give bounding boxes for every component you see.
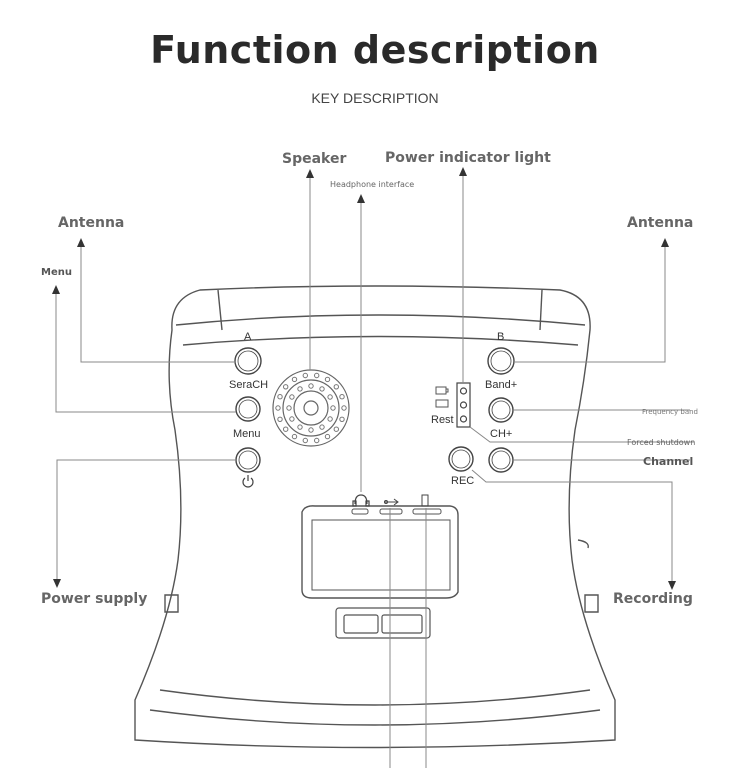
button-label-ch-plus: CH+ bbox=[490, 428, 513, 440]
grille-dot bbox=[283, 384, 289, 390]
grille-dot bbox=[314, 372, 320, 379]
callout-power-supply: Power supply bbox=[41, 591, 148, 607]
grille-dot bbox=[297, 386, 303, 392]
button-serach bbox=[235, 396, 261, 422]
grille-dot bbox=[291, 433, 298, 440]
callout-antenna-right: Antenna bbox=[627, 215, 694, 231]
grille-dot bbox=[308, 427, 314, 433]
grille-dot bbox=[297, 424, 303, 430]
grille-dot bbox=[275, 405, 281, 411]
device-body bbox=[134, 285, 616, 749]
grille-dot bbox=[291, 376, 298, 383]
button-label-serach: SeraCH bbox=[229, 379, 269, 391]
grille-dot bbox=[333, 426, 339, 432]
headphone-icon bbox=[352, 494, 370, 507]
grille-dot bbox=[324, 376, 331, 383]
callout-recording: Recording bbox=[613, 591, 693, 607]
grille-dot bbox=[302, 437, 308, 444]
grille-dot bbox=[330, 405, 336, 411]
grille-dot bbox=[289, 416, 295, 422]
arrowheads bbox=[52, 167, 676, 590]
button-label-a: A bbox=[244, 331, 252, 343]
grille-dot bbox=[339, 416, 345, 422]
grille-dot bbox=[339, 394, 345, 400]
callout-forced-shutdown: Forced shutdown bbox=[627, 438, 696, 447]
button-menu bbox=[235, 447, 261, 473]
button-b bbox=[487, 347, 515, 375]
button-label-band-plus: Band+ bbox=[485, 379, 518, 391]
grille-dot bbox=[341, 405, 347, 411]
callout-channel: Channel bbox=[643, 455, 694, 468]
speaker-grille-dots bbox=[275, 372, 347, 444]
grille-dot bbox=[286, 405, 292, 411]
grille-dot bbox=[319, 424, 325, 430]
grille-dot bbox=[289, 394, 295, 400]
grille-dot bbox=[302, 372, 308, 379]
grille-dot bbox=[327, 416, 333, 422]
page-subtitle: KEY DESCRIPTION bbox=[311, 90, 439, 106]
button-ch-plus bbox=[488, 447, 514, 473]
button-label-rest: Rest bbox=[431, 414, 454, 426]
callout-speaker: Speaker bbox=[282, 151, 347, 167]
grille-dot bbox=[277, 394, 283, 400]
button-band-plus bbox=[488, 397, 514, 423]
grille-dot bbox=[333, 384, 339, 390]
button-label-menu: Menu bbox=[233, 428, 261, 440]
tf-card-icon bbox=[421, 494, 429, 507]
callout-antenna-left: Antenna bbox=[58, 215, 125, 231]
grille-dot bbox=[324, 433, 331, 440]
button-rec bbox=[448, 446, 474, 472]
grille-dot bbox=[308, 383, 314, 389]
battery-icon bbox=[435, 386, 449, 408]
callout-lines bbox=[55, 176, 694, 768]
indicator-light-strip bbox=[456, 382, 471, 428]
callout-frequency-band: Frequency band bbox=[642, 408, 698, 416]
callout-headphone-interface: Headphone interface bbox=[330, 180, 415, 189]
page-title: Function description bbox=[150, 28, 600, 72]
callout-menu: Menu bbox=[41, 267, 72, 278]
button-label-rec: REC bbox=[451, 475, 475, 487]
buttons bbox=[234, 347, 515, 473]
grille-dot bbox=[327, 394, 333, 400]
power-icon bbox=[242, 475, 254, 488]
grille-dot bbox=[277, 416, 283, 422]
usb-icon bbox=[384, 498, 399, 506]
button-label-b: B bbox=[497, 331, 505, 343]
grille-dot bbox=[314, 437, 320, 444]
battery-slots bbox=[335, 607, 431, 639]
button-a bbox=[234, 347, 262, 375]
speaker-grille bbox=[272, 369, 350, 447]
grille-dot bbox=[319, 386, 325, 392]
screen bbox=[301, 505, 459, 599]
callout-power-indicator-light: Power indicator light bbox=[385, 150, 551, 166]
grille-dot bbox=[283, 426, 289, 432]
